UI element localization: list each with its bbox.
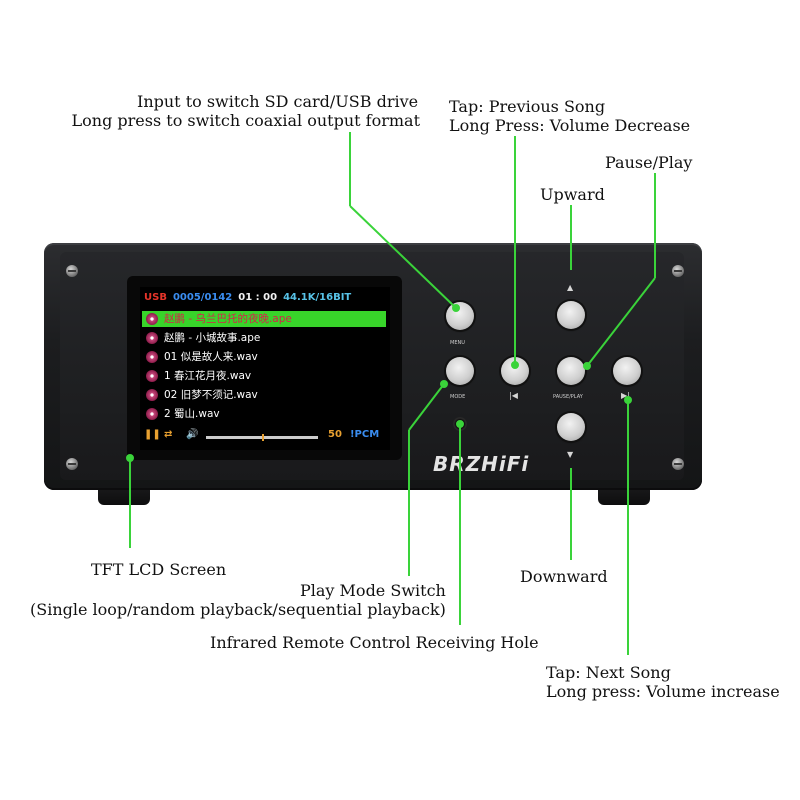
infrared-receiver — [453, 417, 467, 431]
pause-play-button[interactable] — [557, 357, 585, 385]
disc-icon — [146, 351, 158, 363]
playlist-item: 01 似是故人来.wav — [142, 349, 386, 365]
callout-next-line2: Long press: Volume increase — [546, 682, 780, 701]
lcd-track-counter: 0005/0142 — [172, 292, 233, 303]
screw-bottom-right — [672, 458, 684, 470]
lcd-status-bar: USB 0005/0142 01 : 00 44.1K/16BIT — [144, 292, 351, 303]
callout-play-mode-line2: (Single loop/random playback/sequential … — [30, 600, 446, 619]
callout-next: Tap: Next Song Long press: Volume increa… — [546, 663, 780, 701]
up-icon: ▲ — [567, 283, 574, 292]
callout-play-mode: Play Mode Switch (Single loop/random pla… — [30, 581, 446, 619]
next-icon: ▶| — [621, 391, 630, 400]
callout-previous-line1: Tap: Previous Song — [449, 97, 606, 116]
disc-icon — [146, 313, 158, 325]
next-button[interactable] — [613, 357, 641, 385]
disc-icon — [146, 408, 158, 420]
up-button[interactable] — [557, 301, 585, 329]
callout-downward: Downward — [520, 567, 608, 586]
playlist-item-title: 1 春江花月夜.wav — [164, 370, 252, 382]
output-format: !PCM — [350, 429, 380, 440]
playlist-item: 2 蜀山.wav — [142, 406, 386, 422]
brand-logo: BRZHiFi — [433, 452, 530, 476]
callout-previous-line2: Long Press: Volume Decrease — [449, 116, 691, 135]
lcd-format: 44.1K/16BIT — [283, 292, 352, 303]
callout-upward: Upward — [540, 185, 605, 204]
menu-button[interactable] — [446, 302, 474, 330]
left-foot — [98, 487, 150, 505]
callout-previous: Tap: Previous Song Long Press: Volume De… — [449, 97, 690, 135]
callout-play-mode-line1: Play Mode Switch — [300, 581, 446, 600]
playlist-item-title: 2 蜀山.wav — [164, 408, 220, 420]
volume-marker — [262, 434, 264, 441]
right-foot — [598, 487, 650, 505]
tft-lcd-screen: USB 0005/0142 01 : 00 44.1K/16BIT 赵鹏 - 乌兰巴托… — [140, 287, 390, 450]
previous-button[interactable] — [501, 357, 529, 385]
playlist-item-title: 赵鹏 - 小城故事.ape — [164, 332, 261, 344]
lcd-source: USB — [144, 292, 167, 303]
callout-lcd: TFT LCD Screen — [91, 560, 227, 579]
mode-label: MODE — [450, 394, 466, 400]
lcd-bottom-bar: ❚❚ ⇄ 🔊 50 !PCM — [144, 429, 386, 445]
disc-icon — [146, 370, 158, 382]
menu-label: MENU — [450, 340, 465, 346]
callout-ir: Infrared Remote Control Receiving Hole — [210, 633, 539, 652]
playlist-item: 02 旧梦不须记.wav — [142, 387, 386, 403]
playlist-item-title: 02 旧梦不须记.wav — [164, 389, 258, 401]
repeat-icon: ⇄ — [164, 429, 173, 440]
speaker-icon: 🔊 — [186, 429, 199, 440]
screw-top-right — [672, 265, 684, 277]
pause-icon: ❚❚ — [144, 429, 161, 440]
callout-input-line1: Input to switch SD card/USB drive — [137, 92, 419, 111]
previous-icon: |◀ — [509, 391, 518, 400]
playlist-item: 1 春江花月夜.wav — [142, 368, 386, 384]
playlist-item: 赵鹏 - 小城故事.ape — [142, 330, 386, 346]
callout-pause-play: Pause/Play — [605, 153, 693, 172]
disc-icon — [146, 332, 158, 344]
callout-next-line1: Tap: Next Song — [546, 663, 671, 682]
volume-bar — [206, 434, 318, 441]
volume-value: 50 — [328, 429, 342, 440]
callout-input: Input to switch SD card/USB drive Long p… — [72, 92, 421, 130]
pause-play-label: PAUSE/PLAY — [553, 394, 583, 400]
down-button[interactable] — [557, 413, 585, 441]
mode-button[interactable] — [446, 357, 474, 385]
playlist-item-title: 01 似是故人来.wav — [164, 351, 258, 363]
down-icon: ▼ — [567, 450, 574, 459]
playlist-item-title: 赵鹏 - 乌兰巴托的夜晚.ape — [164, 313, 292, 325]
lcd-time: 01 : 00 — [238, 292, 278, 303]
disc-icon — [146, 389, 158, 401]
playlist-item: 赵鹏 - 乌兰巴托的夜晚.ape — [142, 311, 386, 327]
callout-input-line2: Long press to switch coaxial output form… — [71, 111, 421, 130]
screw-top-left — [66, 265, 78, 277]
screw-bottom-left — [66, 458, 78, 470]
